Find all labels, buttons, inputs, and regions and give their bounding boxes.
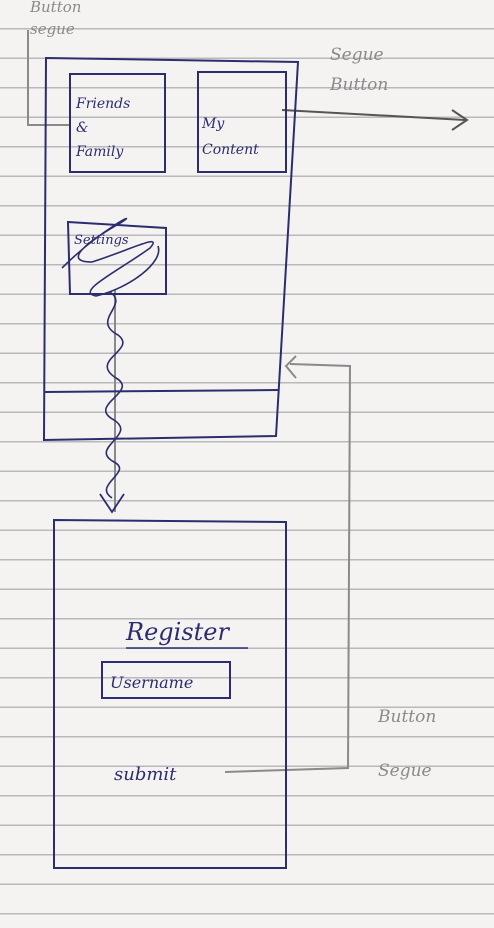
settings-arrowhead-down — [99, 493, 125, 514]
username-label: Username — [110, 673, 193, 692]
friends-family-label: Friends & Family — [75, 96, 130, 160]
segue-arrow-submit — [224, 363, 352, 773]
submit-button[interactable]: submit — [114, 764, 177, 785]
home-screen-tab-bar — [44, 389, 279, 393]
text-line: Button — [329, 75, 388, 95]
my-content-button[interactable] — [197, 71, 287, 173]
text-line: & — [76, 120, 88, 136]
settings-label: Settings — [74, 233, 129, 248]
friends-family-button[interactable] — [69, 73, 166, 173]
register-title: Register — [125, 618, 230, 646]
segue-arrow-right — [281, 109, 466, 121]
text-line: Button — [377, 707, 436, 727]
text-line: Segue — [378, 761, 432, 781]
text-line: Segue — [330, 45, 384, 65]
settings-scribble-link — [105, 291, 124, 499]
text-line: My — [201, 116, 225, 132]
text-line: Friends — [75, 96, 130, 112]
top-left-note: Button segue — [29, 0, 81, 38]
segue-arrow-left — [27, 30, 70, 126]
text-line: Content — [202, 142, 259, 158]
text-line: segue — [30, 20, 75, 38]
home-screen — [42, 56, 300, 442]
home-screen-frame — [42, 56, 300, 442]
username-field[interactable] — [101, 661, 231, 699]
settings-button[interactable] — [66, 220, 167, 295]
register-screen-frame — [53, 518, 287, 869]
settings-scribble — [61, 217, 160, 297]
text-line: Family — [75, 144, 124, 160]
segue-arrowhead-submit — [284, 355, 297, 379]
text-line: Button — [29, 0, 81, 16]
segue-arrowhead-right — [451, 109, 469, 131]
register-screen — [53, 518, 287, 869]
